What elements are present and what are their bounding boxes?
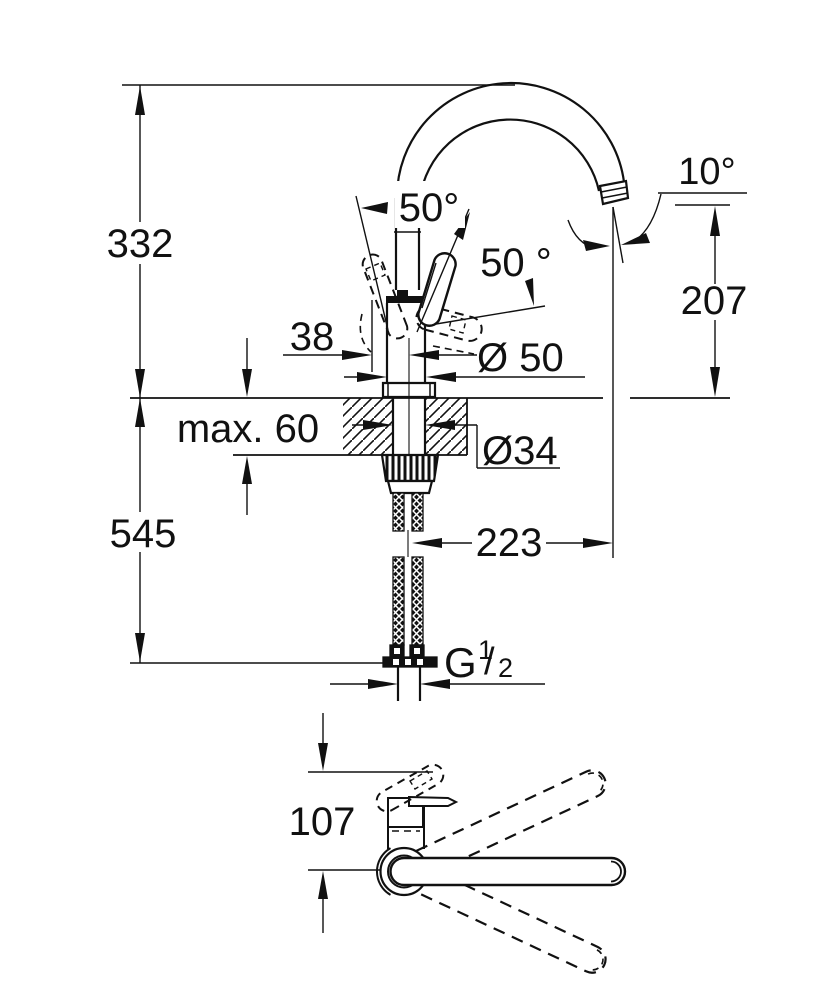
spray-direction-line: [612, 206, 624, 264]
angle-handle-left: 50°: [399, 186, 460, 230]
thread-g: G: [444, 639, 477, 686]
handle-plan-dashed: [375, 763, 445, 813]
dim-hose-drop: 545: [110, 512, 177, 556]
hose: [392, 556, 405, 646]
hose: [411, 492, 424, 532]
angle-spray: 10°: [678, 151, 735, 193]
dimension-lines: [122, 84, 747, 933]
connection-pipe: [396, 667, 422, 701]
faucet-side-view: [380, 81, 630, 701]
angle-handle-right: 50 °: [480, 241, 552, 285]
thread-numerator: 1: [478, 635, 493, 665]
escutcheon: [381, 381, 437, 399]
centerline: [407, 338, 410, 557]
dim-hole-diameter: Ø34: [482, 429, 558, 473]
thread-denominator: 2: [498, 653, 513, 683]
dimension-labels: 332 545 max. 60 38 Ø 50 Ø34 50° 50 ° 10°…: [107, 151, 748, 844]
spout-plan: [389, 856, 627, 887]
hose: [411, 556, 424, 646]
dim-handle-offset: 38: [290, 315, 335, 359]
lever-pivot: [397, 290, 408, 297]
handle-dashed-left: [361, 253, 409, 340]
spout-outer-arc: [395, 81, 626, 199]
aerator: [598, 179, 630, 206]
thread-slash: /: [484, 641, 495, 683]
spout-swivel-dashed-up: [389, 769, 607, 887]
spout-swivel-dashed-down: [389, 856, 607, 974]
dim-plan-offset: 107: [289, 800, 356, 844]
hose: [392, 492, 405, 532]
dimension-arrows: [135, 86, 720, 899]
spout-inner-arc: [418, 118, 601, 199]
dim-body-diameter: Ø 50: [477, 336, 564, 380]
collar: [386, 479, 434, 495]
label-backers: [395, 181, 545, 558]
dim-deck-thickness: max. 60: [177, 407, 319, 451]
lever-plan: [408, 795, 459, 807]
dim-spout-height: 207: [681, 279, 748, 323]
faucet-plan-view: [375, 763, 627, 974]
dim-spout-reach: 223: [476, 521, 543, 565]
dim-overall-height: 332: [107, 222, 174, 266]
mounting-nut: [380, 453, 440, 483]
shank: [391, 398, 427, 455]
